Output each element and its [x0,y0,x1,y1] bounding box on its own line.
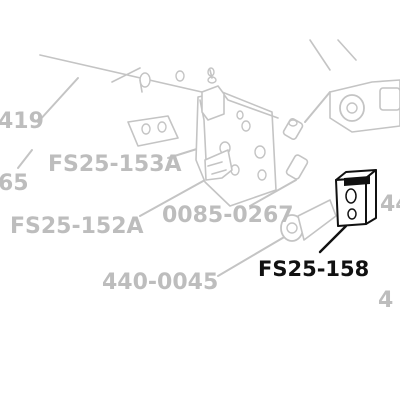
leader-440-0045 [217,235,287,277]
faded-part-screw-440-0045 [280,199,337,242]
faded-part-pins [139,79,309,180]
leader-fs25-152a [139,179,206,217]
callout-label-fs25-153a: FS25-153A [48,152,182,177]
faded-leader-lines [17,77,331,277]
callout-label-419-partial: 419 [0,109,44,134]
leader-fs25-158 [318,224,348,254]
faded-part-right-arm [309,39,400,133]
leader-fs25-153a [167,147,201,159]
faded-part-fs25-152a [204,149,233,181]
leader-upper-right [304,91,331,123]
faded-part-arm [39,54,216,96]
callout-label-440-0045: 440-0045 [102,270,219,295]
callout-label-0085-0267: 0085-0267 [162,203,294,228]
leader-0085-0267 [249,179,297,207]
callout-label-65-partial: 65 [0,171,29,196]
faded-part-top-clip [201,69,225,121]
highlighted-part-fs25-158 [335,169,377,227]
leader-419 [37,77,79,123]
faded-part-fs25-153a [127,115,179,147]
callout-label-44-partial: 44 [380,192,400,217]
callout-label-fs25-158: FS25-158 [258,257,370,281]
callout-label-fs25-152a: FS25-152A [10,214,144,239]
callout-label-4-partial: 4 [378,288,394,313]
leader-65 [17,149,33,169]
